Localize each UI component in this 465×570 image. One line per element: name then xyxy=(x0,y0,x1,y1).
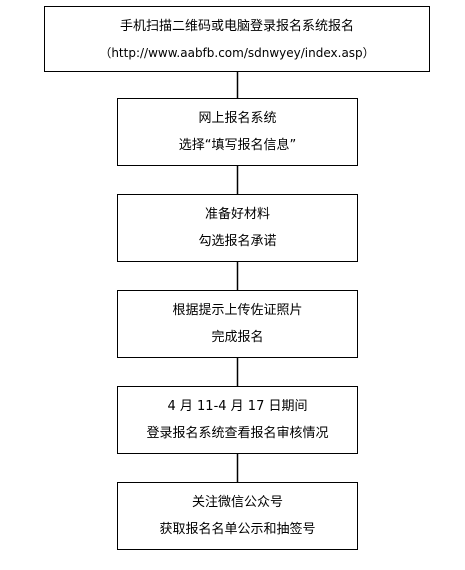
step-5-check-review-box: 4 月 11-4 月 17 日期间 登录报名系统查看报名审核情况 xyxy=(117,386,358,454)
step-3-prepare-materials-box: 准备好材料 勾选报名承诺 xyxy=(117,194,358,262)
step-4-line-2: 完成报名 xyxy=(211,330,264,345)
step-6-line-2: 获取报名名单公示和抽签号 xyxy=(159,522,316,537)
step-1-line-1: 手机扫描二维码或电脑登录报名系统报名 xyxy=(119,18,354,34)
step-4-upload-photos-box: 根据提示上传佐证照片 完成报名 xyxy=(117,290,358,358)
step-3-line-2: 勾选报名承诺 xyxy=(198,234,277,249)
step-2-online-system-box: 网上报名系统 选择“填写报名信息” xyxy=(117,98,358,166)
step-5-line-1: 4 月 11-4 月 17 日期间 xyxy=(167,399,308,414)
step-1-line-2-url: （http://www.aabfb.com/sdnwyey/index.asp） xyxy=(99,45,375,60)
step-6-line-1: 关注微信公众号 xyxy=(191,495,283,510)
step-5-line-2: 登录报名系统查看报名审核情况 xyxy=(146,426,329,441)
step-1-scan-or-login-box: 手机扫描二维码或电脑登录报名系统报名 （http://www.aabfb.com… xyxy=(44,6,430,72)
step-4-line-1: 根据提示上传佐证照片 xyxy=(172,303,303,318)
step-6-follow-wechat-box: 关注微信公众号 获取报名名单公示和抽签号 xyxy=(117,482,358,550)
step-3-line-1: 准备好材料 xyxy=(204,207,270,222)
step-2-line-1: 网上报名系统 xyxy=(198,111,277,126)
step-2-line-2: 选择“填写报名信息” xyxy=(178,138,297,153)
